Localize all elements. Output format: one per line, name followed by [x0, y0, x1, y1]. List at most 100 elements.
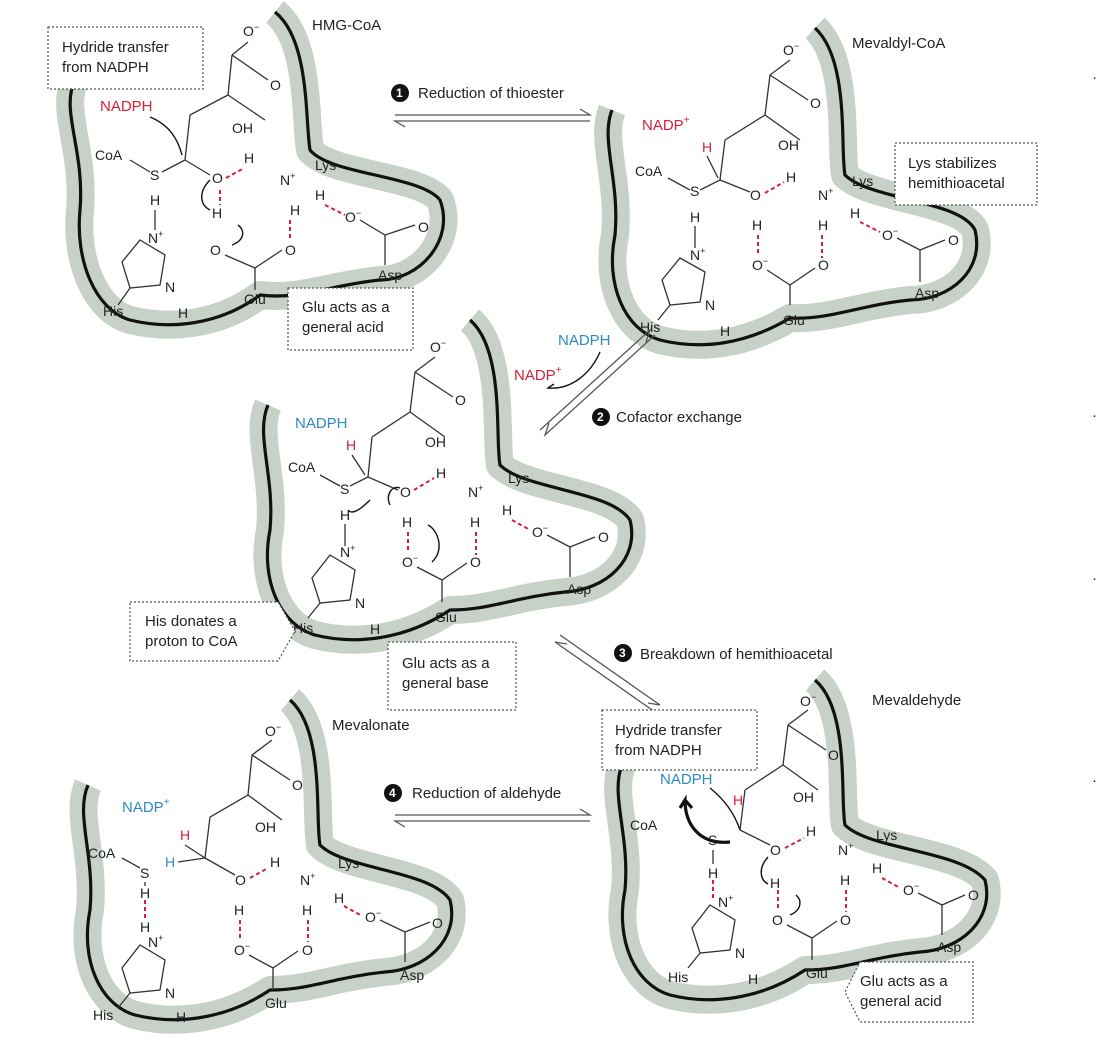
o-arrow [387, 486, 401, 506]
svg-text:H: H [346, 437, 356, 453]
svg-text:N: N [355, 595, 365, 611]
svg-text:O−: O− [234, 941, 250, 958]
svg-text:H: H [165, 854, 175, 870]
svg-text:·: · [1092, 69, 1097, 86]
residue-his-3: His [293, 620, 313, 636]
svg-text:O−: O− [903, 881, 919, 898]
panel-title-hmg-coa: HMG-CoA [312, 17, 381, 34]
svg-text:H: H [708, 865, 718, 881]
svg-text:H: H [770, 875, 780, 891]
svg-text:O: O [212, 170, 223, 186]
svg-text:OH: OH [425, 434, 446, 450]
cofactor-label-2: NADP+ [642, 115, 690, 134]
svg-text:O−: O− [365, 908, 381, 925]
svg-text:H: H [733, 792, 743, 808]
proton-arrow-2 [231, 224, 244, 246]
svg-text:N+: N+ [148, 933, 163, 950]
callout-box-lys [894, 142, 1038, 206]
coa-label-5: CoA [630, 817, 658, 833]
exchange-in-label: NADPH [558, 332, 611, 349]
callout-box-glu-acid [287, 287, 414, 351]
svg-text:N+: N+ [148, 229, 163, 246]
callout-his-text: His donates a proton to CoA [145, 613, 238, 650]
svg-text:O−: O− [402, 553, 418, 570]
svg-text:OH: OH [232, 120, 253, 136]
svg-text:O: O [418, 219, 429, 235]
svg-text:S: S [708, 832, 717, 848]
svg-text:O−: O− [345, 208, 361, 225]
svg-text:O−: O− [265, 722, 281, 739]
svg-text:O−: O− [532, 523, 548, 540]
svg-text:N+: N+ [468, 483, 483, 500]
callout-box-glu-base [387, 641, 517, 711]
panel-mevaldehyde: Mevaldehyde Hydride transfer from NADPH N… [601, 669, 1001, 1023]
step-1-badge [391, 84, 409, 102]
svg-text:H: H [402, 514, 412, 530]
callout-box-his [129, 601, 296, 662]
svg-text:H: H [690, 209, 700, 225]
callout-his-line: His donates a [145, 613, 237, 630]
svg-text:S: S [140, 865, 149, 881]
svg-text:O: O [770, 842, 781, 858]
svg-text:O: O [400, 484, 411, 500]
coa-label-3: CoA [288, 459, 316, 475]
callout-glu-acid-2-line: Glu acts as a [860, 973, 948, 990]
svg-text:O−: O− [243, 22, 259, 39]
residue-his-2: His [640, 319, 660, 335]
residue-glu-5: Glu [806, 965, 828, 981]
residue-lys-4: Lys [338, 855, 359, 871]
residue-glu-3: Glu [435, 609, 457, 625]
svg-text:H: H [140, 919, 150, 935]
svg-text:S: S [150, 167, 159, 183]
svg-text:·: · [1092, 570, 1097, 587]
superscript-plus: + [556, 365, 562, 376]
callout-lys-line: Lys stabilizes [908, 155, 997, 172]
step-2: NADPH NADP+ 2 Cofactor exchange [514, 327, 742, 438]
panel-title-mevaldehyde: Mevaldehyde [872, 692, 961, 709]
residue-lys: Lys [315, 157, 336, 173]
svg-text:O: O [455, 392, 466, 408]
svg-text:S: S [690, 183, 699, 199]
cofactor-label: NADPH [100, 98, 153, 115]
svg-text:O: O [598, 529, 609, 545]
svg-text:·: · [1092, 772, 1097, 789]
callout-hydride-2-line: Hydride transfer [615, 722, 722, 739]
svg-text:H: H [334, 890, 344, 906]
svg-text:O−: O− [882, 226, 898, 243]
svg-text:O: O [470, 554, 481, 570]
svg-text:H: H [748, 971, 758, 987]
svg-text:N+: N+ [300, 871, 315, 888]
residue-asp-3: Asp [567, 581, 591, 597]
svg-text:H: H [302, 902, 312, 918]
step-2-label: Cofactor exchange [616, 409, 742, 426]
coa-label-2: CoA [635, 163, 663, 179]
svg-text:O: O [810, 95, 821, 111]
residue-his-5: His [668, 969, 688, 985]
svg-text:O: O [948, 232, 959, 248]
his-proton-arrow [347, 499, 371, 513]
superscript-plus: + [684, 115, 690, 126]
svg-text:N+: N+ [690, 246, 705, 263]
svg-text:H: H [140, 885, 150, 901]
svg-text:N: N [735, 945, 745, 961]
step-2-number: 2 [597, 410, 604, 424]
step-4: 4 Reduction of aldehyde [384, 784, 593, 828]
svg-text:H: H [370, 621, 380, 637]
svg-text:OH: OH [793, 789, 814, 805]
panel-title-mevaldyl-coa: Mevaldyl-CoA [852, 35, 945, 52]
svg-text:H: H [178, 305, 188, 321]
callout-his-line-2: proton to CoA [145, 633, 238, 650]
step-2-badge [592, 408, 610, 426]
residue-glu-2: Glu [783, 312, 805, 328]
residue-glu: Glu [244, 291, 266, 307]
svg-text:O: O [432, 915, 443, 931]
svg-text:H: H [752, 217, 762, 233]
svg-text:O: O [302, 942, 313, 958]
svg-text:H: H [176, 1009, 186, 1025]
svg-text:H: H [872, 860, 882, 876]
callout-hydride-2-line-2: from NADPH [615, 742, 702, 759]
residue-glu-4: Glu [265, 995, 287, 1011]
callout-lys-line-2: hemithioacetal [908, 175, 1005, 192]
